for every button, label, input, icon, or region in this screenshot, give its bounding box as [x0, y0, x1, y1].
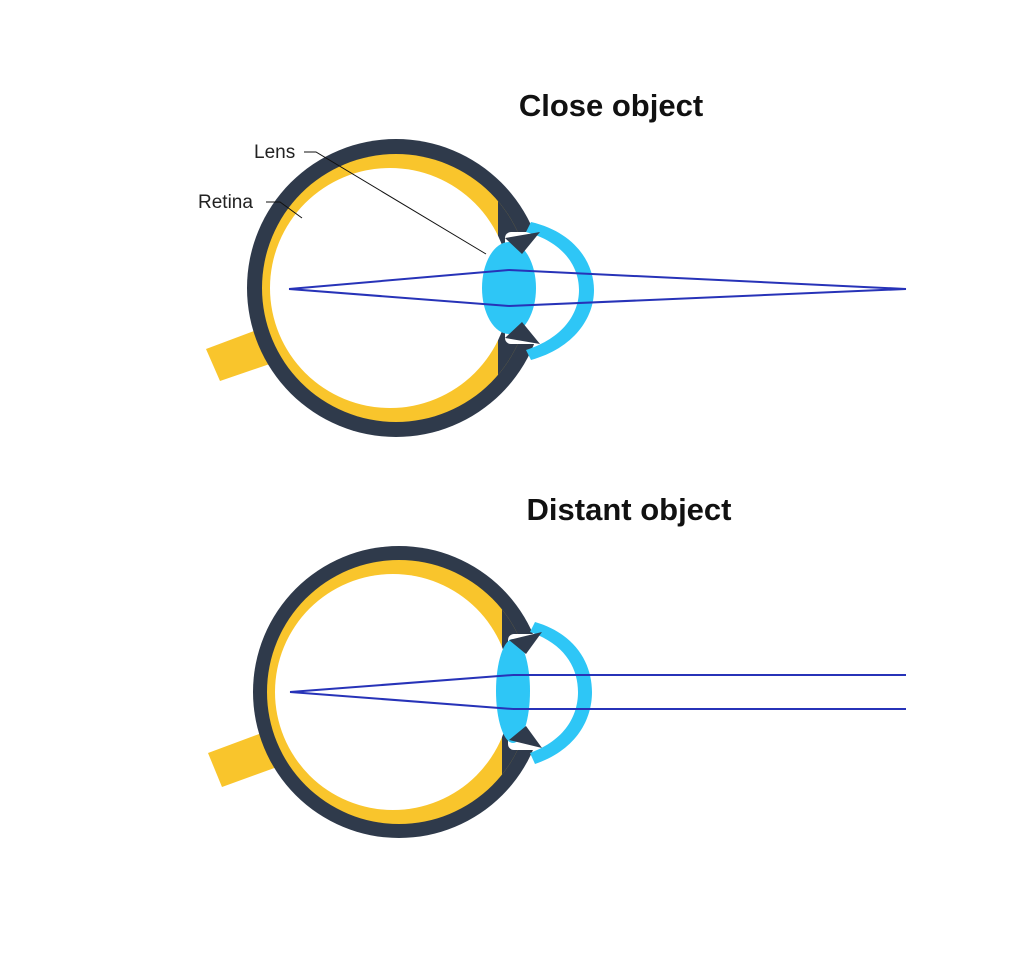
eye-close	[206, 139, 594, 437]
close-object-panel: Close object	[198, 88, 907, 437]
ray-close-upper-in	[288, 269, 510, 290]
distant-object-panel: Distant object	[208, 492, 906, 838]
lens-close	[482, 242, 536, 334]
eye-distant	[208, 546, 592, 838]
retina-leader-line	[266, 201, 303, 219]
lens-distant	[496, 639, 530, 743]
ray-close-lower-in	[288, 288, 510, 307]
vitreous-body	[275, 574, 511, 810]
lens-label: Lens	[254, 142, 295, 163]
vitreous-body	[270, 168, 510, 408]
cornea	[530, 622, 592, 764]
iris-lower	[505, 322, 540, 344]
iris-lower	[509, 726, 542, 748]
ray-close-upper-out	[508, 269, 907, 290]
ray-distant-lower-in	[289, 691, 514, 710]
distant-object-title: Distant object	[527, 492, 732, 527]
cornea	[526, 222, 594, 360]
iris-upper	[505, 232, 540, 254]
ray-distant-upper-in	[289, 674, 514, 693]
retina-label: Retina	[198, 192, 253, 213]
iris-upper	[509, 632, 542, 654]
lens-leader-line	[304, 151, 487, 255]
close-object-title: Close object	[519, 88, 703, 123]
rays-close	[288, 269, 907, 307]
ray-close-lower-out	[508, 288, 907, 307]
rays-distant	[289, 674, 906, 710]
